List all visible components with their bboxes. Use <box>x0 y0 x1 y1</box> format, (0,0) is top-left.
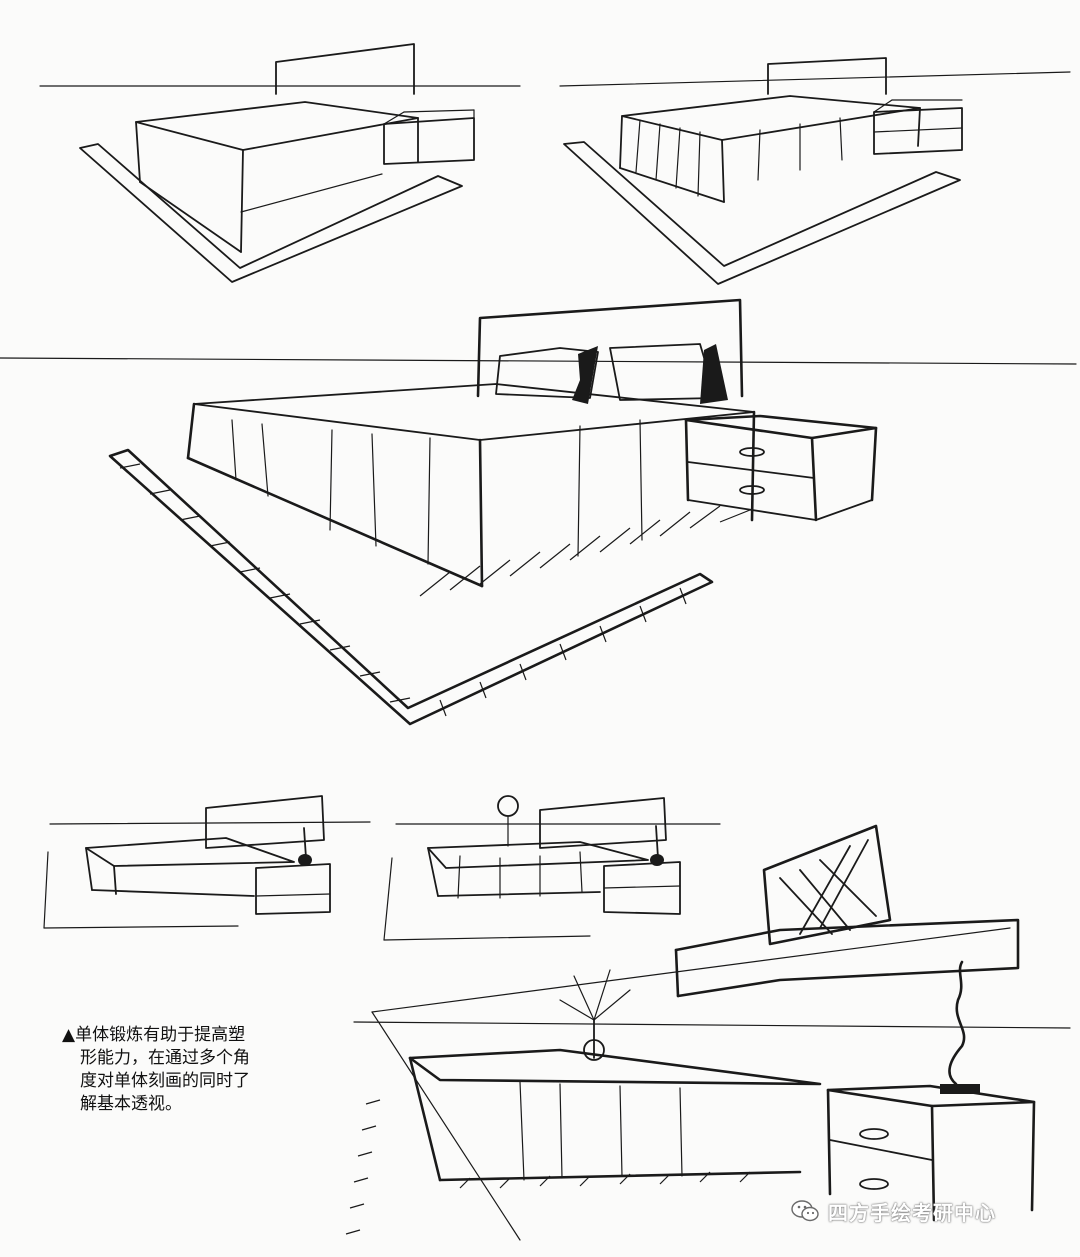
caption-text: ▲单体锻炼有助于提高塑 形能力，在通过多个角 度对单体刻画的同时了 解基本透视。 <box>62 1024 312 1116</box>
caption-line-3: 度对单体刻画的同时了 <box>80 1071 250 1091</box>
floor-shadow-hatching <box>419 505 751 597</box>
caption-line-1: ▲单体锻炼有助于提高塑 <box>62 1025 246 1045</box>
caption-line-2: 形能力，在通过多个角 <box>80 1048 250 1068</box>
wechat-icon <box>791 1200 819 1222</box>
rug-hatching <box>119 463 687 717</box>
sketch-bedroom-perspective <box>345 824 1071 1241</box>
caption-line-4: 解基本透视。 <box>80 1094 182 1114</box>
sketch-bed-simple <box>39 43 521 283</box>
sketch-bed-small-left <box>43 795 371 929</box>
watermark-text: 四方手绘考研中心 <box>828 1200 996 1225</box>
sketch-bed-covered <box>559 57 1071 285</box>
watermark: 四方手绘考研中心 <box>790 1196 996 1226</box>
sketch-bed-detailed <box>0 298 1077 726</box>
sketch-bed-small-center <box>383 795 721 941</box>
bedroom-rug-hatching <box>345 1099 751 1235</box>
